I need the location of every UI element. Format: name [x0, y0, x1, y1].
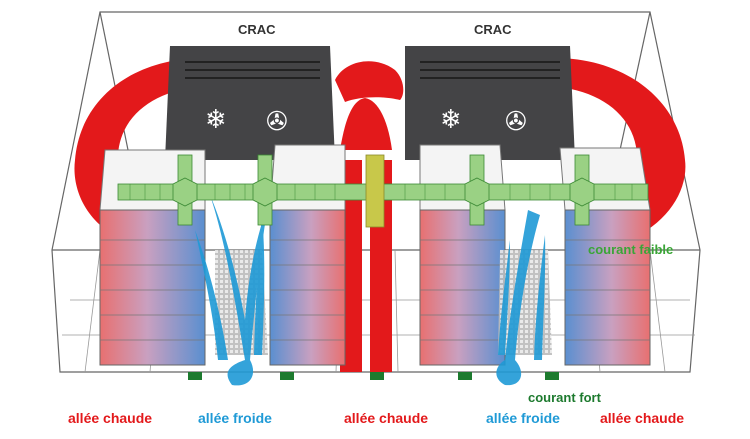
- crac-unit-left: ❄ ✇: [165, 46, 335, 160]
- low-current-label: courant faible: [588, 242, 674, 257]
- snowflake-icon: ❄: [205, 104, 227, 134]
- aisle-label-hot: allée chaude: [600, 410, 685, 426]
- crac-label-left: CRAC: [238, 22, 276, 37]
- aisle-label-cold: allée froide: [486, 410, 560, 426]
- crac-unit-right: ❄ ✇: [405, 46, 575, 160]
- rack-row-2: [269, 144, 346, 366]
- fan-icon: ✇: [266, 106, 288, 136]
- high-current-label: courant fort: [528, 390, 601, 405]
- rack-row-3: [419, 144, 506, 366]
- crac-label-right: CRAC: [474, 22, 512, 37]
- cable-tray-rungs: [129, 184, 633, 200]
- fan-icon: ✇: [505, 106, 527, 136]
- snowflake-icon: ❄: [440, 104, 462, 134]
- high-current-connectors: [188, 372, 559, 380]
- aisle-label-hot: allée chaude: [68, 410, 153, 426]
- cable-tray: [117, 154, 649, 228]
- cold-air-flow: [195, 195, 546, 386]
- aisle-label-cold: allée froide: [198, 410, 272, 426]
- aisle-label-hot: allée chaude: [344, 410, 429, 426]
